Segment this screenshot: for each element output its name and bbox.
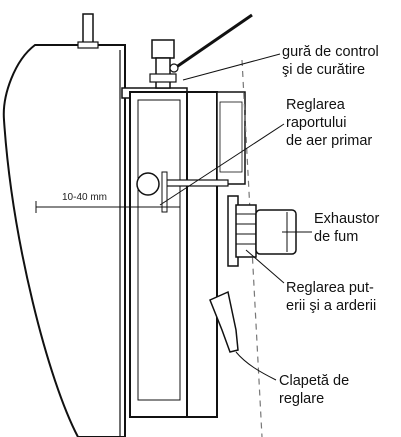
inspection-port <box>136 172 160 196</box>
leader-damper <box>235 351 277 381</box>
dimension-label: 10-40 mm <box>62 192 108 203</box>
front-panel <box>186 91 218 418</box>
flue-pipe <box>82 13 94 47</box>
control-lever <box>171 13 253 72</box>
leader-cleaning-port <box>182 53 281 81</box>
leader-power <box>245 249 285 284</box>
leader-primary-air <box>159 123 285 206</box>
label-damper: Clapetă de reglare <box>279 373 350 407</box>
cleaning-port-housing <box>216 91 246 185</box>
top-valve <box>151 39 175 59</box>
boiler-casing <box>2 44 126 437</box>
label-cleaning-port: gură de control şi de curătire <box>282 44 379 78</box>
damper-handle <box>209 290 239 353</box>
boiler-body <box>129 91 189 418</box>
label-smoke-exhauster: Exhaustor de fum <box>314 211 380 245</box>
label-primary-air: Reglarea raportului de aer primar <box>286 97 373 149</box>
label-power-regulation: Reglarea put- erii şi a arderii <box>286 280 377 314</box>
